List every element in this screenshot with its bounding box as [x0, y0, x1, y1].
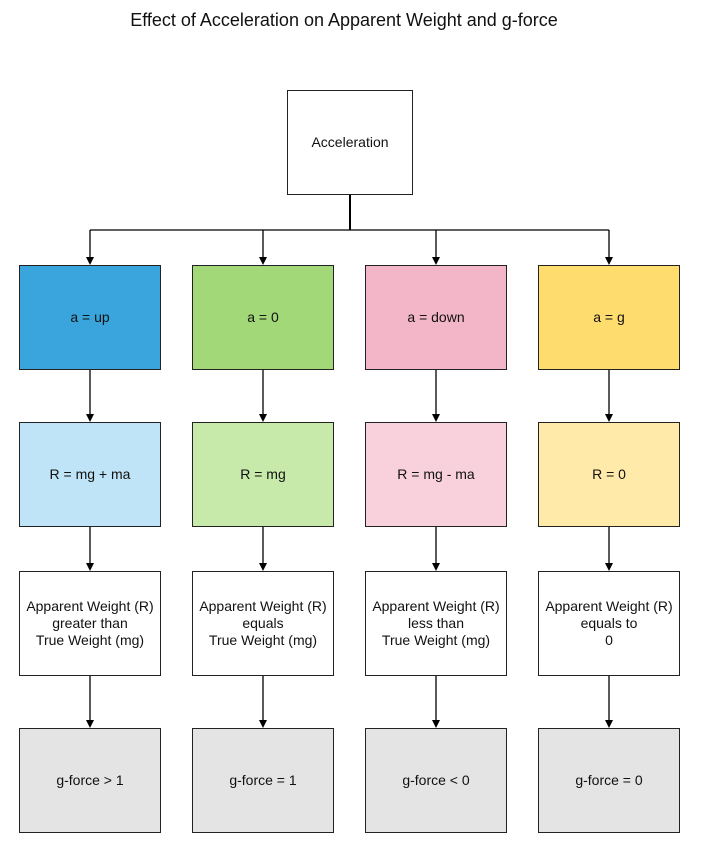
- node-comparison-line: Apparent Weight (R): [372, 598, 500, 614]
- node-condition-2: a = 0: [192, 265, 334, 370]
- arrow-head-reaction-3: [432, 414, 440, 422]
- arrow-head-reaction-4: [605, 414, 613, 422]
- node-comparison-line: True Weight (mg): [208, 632, 318, 648]
- node-reaction-label: R = mg - ma: [397, 466, 475, 482]
- node-condition-label: a = g: [593, 309, 625, 325]
- node-comparison-line: Apparent Weight (R): [26, 598, 154, 614]
- arrow-head-gforce-4: [605, 720, 613, 728]
- node-condition-4: a = g: [538, 265, 680, 370]
- arrow-head-branch-2: [259, 257, 267, 265]
- node-condition-label: a = up: [70, 309, 110, 325]
- arrow-head-reaction-2: [259, 414, 267, 422]
- arrow-head-gforce-3: [432, 720, 440, 728]
- node-comparison-line: greater than: [52, 615, 128, 631]
- node-condition-1: a = up: [19, 265, 161, 370]
- node-gforce-label: g-force < 0: [402, 772, 470, 788]
- arrow-head-comparison-2: [259, 563, 267, 571]
- node-comparison-line: less than: [407, 615, 465, 631]
- node-gforce-2: g-force = 1: [192, 728, 334, 833]
- arrow-head-gforce-1: [86, 720, 94, 728]
- node-comparison-line: True Weight (mg): [35, 632, 145, 648]
- arrow-head-gforce-2: [259, 720, 267, 728]
- arrow-head-comparison-3: [432, 563, 440, 571]
- arrow-head-reaction-1: [86, 414, 94, 422]
- node-condition-3: a = down: [365, 265, 507, 370]
- node-gforce-1: g-force > 1: [19, 728, 161, 833]
- arrow-head-branch-1: [86, 257, 94, 265]
- arrow-head-branch-3: [432, 257, 440, 265]
- node-comparison-line: Apparent Weight (R): [199, 598, 327, 614]
- node-condition-label: a = down: [407, 309, 465, 325]
- arrow-head-comparison-1: [86, 563, 94, 571]
- node-reaction-2: R = mg: [192, 422, 334, 527]
- node-gforce-label: g-force = 0: [575, 772, 643, 788]
- node-condition-label: a = 0: [247, 309, 279, 325]
- node-comparison-line: equals to: [580, 615, 638, 631]
- node-comparison-line: Apparent Weight (R): [545, 598, 673, 614]
- arrow-head-comparison-4: [605, 563, 613, 571]
- node-reaction-label: R = mg: [240, 466, 286, 482]
- node-reaction-1: R = mg + ma: [19, 422, 161, 527]
- arrow-head-branch-4: [605, 257, 613, 265]
- root-node-acceleration: Acceleration: [287, 90, 413, 195]
- node-reaction-label: R = mg + ma: [49, 466, 131, 482]
- node-gforce-label: g-force > 1: [56, 772, 124, 788]
- node-gforce-3: g-force < 0: [365, 728, 507, 833]
- node-gforce-label: g-force = 1: [229, 772, 297, 788]
- node-reaction-4: R = 0: [538, 422, 680, 527]
- node-comparison-line: equals: [242, 615, 284, 631]
- node-gforce-4: g-force = 0: [538, 728, 680, 833]
- node-comparison-line: True Weight (mg): [381, 632, 491, 648]
- node-reaction-3: R = mg - ma: [365, 422, 507, 527]
- node-comparison-line: 0: [605, 632, 613, 648]
- diagram-title: Effect of Acceleration on Apparent Weigh…: [130, 10, 558, 30]
- node-reaction-label: R = 0: [592, 466, 626, 482]
- root-node-label: Acceleration: [311, 134, 389, 150]
